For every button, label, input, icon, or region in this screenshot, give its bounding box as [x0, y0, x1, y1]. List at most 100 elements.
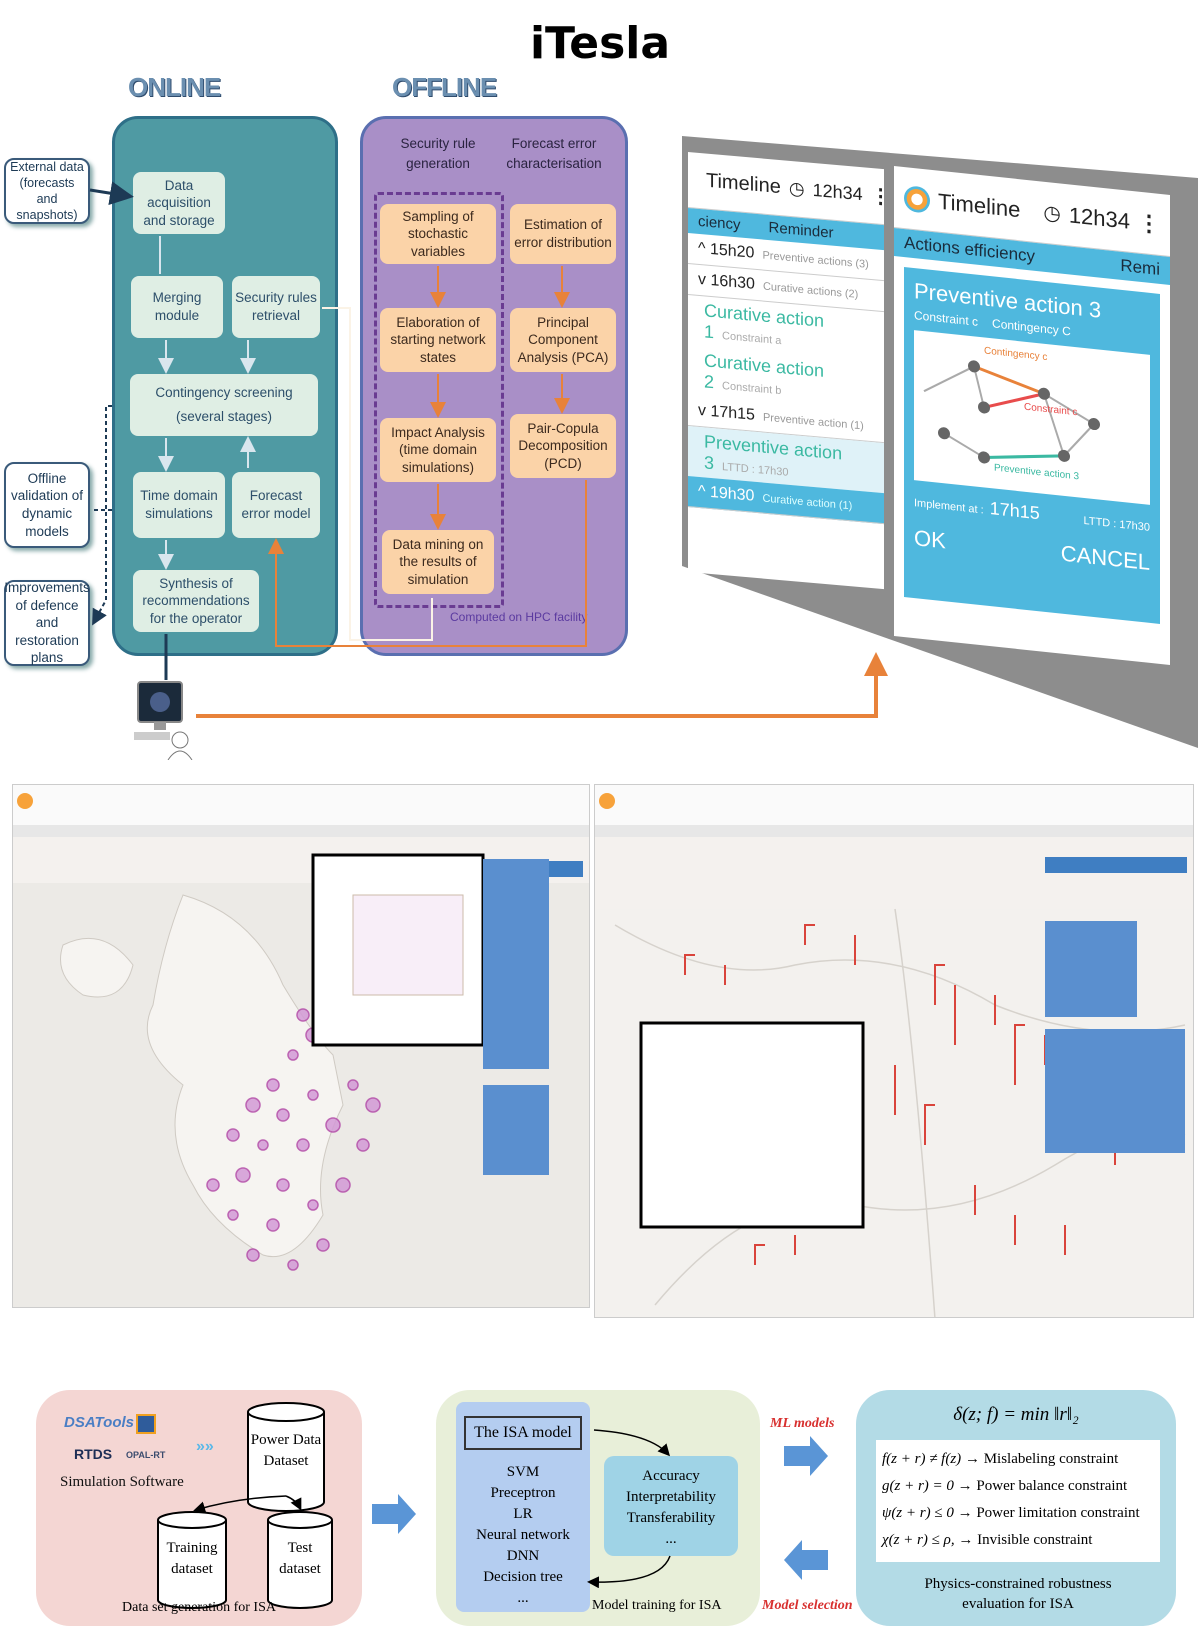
robustness-formula: δ(z; f) = min ‖r‖₂ [953, 1404, 1079, 1425]
model-item: Preceptron [490, 1485, 556, 1501]
implement-label: Implement at : [914, 497, 984, 517]
improvements-box: Improvements of defence and restoration … [4, 580, 90, 666]
phone-right: Timeline ◷ 12h34 ⋮ Actions efficiency Re… [894, 166, 1170, 666]
constraint-name: Invisible constraint [977, 1532, 1093, 1548]
clock-icon: ◷ [1043, 201, 1061, 226]
row-note: Preventive actions (3) [762, 249, 869, 271]
online-label: ONLINE [128, 72, 221, 102]
dataset-generation-caption: Data set generation for ISA [122, 1600, 276, 1615]
synthesis-box: Synthesis of recommendations for the ope… [133, 570, 259, 632]
software-logo-icon [136, 1414, 156, 1434]
forecast-error-characterisation-head: Forecast error characterisation [506, 136, 602, 172]
phone-mockups: Timeline ◷ 12h34 ⋮ ciency Reminder ^ 15h… [682, 136, 1198, 748]
security-rule-generation-head: Security rule generation [400, 136, 476, 172]
network-graph: Contingency c Constraint c Preventive ac… [914, 330, 1150, 505]
quality-item: ... [665, 1531, 677, 1547]
model-item: Neural network [476, 1527, 570, 1543]
quality-item: Accuracy [642, 1468, 700, 1484]
offline-label: OFFLINE [392, 72, 497, 102]
flow-arrows [89, 181, 888, 718]
model-item: Decision tree [483, 1569, 563, 1585]
model-list-card [456, 1402, 590, 1612]
contingency-title: Contingency screening [155, 385, 293, 401]
model-item: SVM [506, 1464, 540, 1480]
row-time: 16h30 [710, 271, 755, 293]
quality-item: Interpretability [626, 1489, 716, 1505]
more-menu-icon[interactable]: ⋮ [870, 184, 884, 209]
contingency-subtitle: (several stages) [175, 409, 273, 424]
quality-item: Transferability [626, 1510, 716, 1526]
app-logo-icon [904, 184, 930, 214]
data-mining-box: Data mining on the results of simulation [382, 530, 494, 594]
tab-efficiency[interactable]: ciency [698, 212, 741, 234]
card-constraint: Constraint c [914, 308, 979, 329]
left-arrow-icon [784, 1540, 828, 1580]
rtds-logo: RTDS [74, 1446, 113, 1462]
row-time: 15h20 [709, 240, 755, 262]
offline-validation-box: Offline validation of dynamic models [4, 462, 90, 548]
action-detail-card: Preventive action 3 Constraint c Conting… [904, 267, 1160, 624]
correlation-map-screenshot [594, 784, 1194, 1318]
model-cycle-arrows [587, 1429, 671, 1589]
time-display: 12h34 [1068, 201, 1130, 234]
cancel-button[interactable]: CANCEL [1060, 540, 1150, 575]
forecast-error-map-screenshot [12, 784, 590, 1308]
data-acquisition-box: Data acquisition and storage [133, 172, 225, 234]
model-item: DNN [506, 1548, 540, 1564]
action-note: LTTD : 17h30 [722, 460, 789, 479]
contingency-screening-box: Contingency screening (several stages) [130, 374, 318, 436]
model-selection-label: Model selection [762, 1598, 853, 1613]
operator-workstation-icon [130, 680, 194, 761]
sampling-box: Sampling of stochastic variables [380, 204, 496, 264]
simulation-software-label: Simulation Software [60, 1474, 184, 1490]
phone-left: Timeline ◷ 12h34 ⋮ ciency Reminder ^ 15h… [688, 152, 884, 590]
ok-button[interactable]: OK [914, 525, 946, 554]
dataset-cylinders [157, 1402, 333, 1609]
constraint-eq: ψ(z + r) ≤ 0 [882, 1505, 954, 1521]
constraint-name: Mislabeling constraint [983, 1451, 1119, 1467]
dsatools-logo: DSATools [64, 1414, 134, 1431]
row-note: Curative actions (2) [762, 280, 859, 301]
model-item: ... [517, 1590, 529, 1606]
tab-reminder[interactable]: Reminder [768, 219, 834, 242]
isa-model-title: The ISA model [464, 1416, 582, 1450]
constraint-row: ψ(z + r) ≤ 0 → Power limitation constrai… [882, 1505, 1140, 1521]
merging-module-box: Merging module [131, 276, 223, 338]
row-time: 19h30 [709, 483, 755, 505]
elaboration-box: Elaboration of starting network states [380, 308, 496, 372]
timeline-title: Timeline [938, 188, 1021, 222]
constraint-eq: f(z + r) ≠ f(z) [882, 1451, 962, 1467]
row-time: 17h15 [710, 402, 755, 424]
physics-caption: Physics-constrained robustness evaluatio… [924, 1576, 1112, 1612]
opal-rt-logo: OPAL-RT [126, 1450, 166, 1460]
constraint-row: f(z + r) ≠ f(z) → Mislabeling constraint [882, 1451, 1119, 1467]
constraint-row: g(z + r) = 0 → Power balance constraint [882, 1478, 1128, 1494]
time-domain-box: Time domain simulations [133, 472, 225, 538]
implement-time: 17h15 [989, 498, 1040, 524]
ml-models-label: ML models [770, 1416, 835, 1431]
model-list: SVM Preceptron LR Neural network DNN Dec… [456, 1462, 590, 1609]
hpc-dashed-region [374, 192, 504, 608]
estimation-box: Estimation of error distribution [510, 204, 616, 264]
forecast-error-model-box: Forecast error model [232, 472, 320, 538]
timeline-title: Timeline [706, 169, 781, 199]
right-arrow-icon [372, 1494, 416, 1534]
constraint-row: χ(z + r) ≤ ρ, → Invisible constraint [882, 1532, 1093, 1548]
action-note: Constraint b [722, 379, 782, 398]
row-note: Preventive action (1) [762, 411, 864, 433]
time-display: 12h34 [812, 179, 863, 205]
right-arrow-icon [784, 1436, 828, 1476]
row-note: Curative action (1) [762, 492, 853, 513]
security-rules-box: Security rules retrieval [232, 276, 320, 338]
impact-analysis-box: Impact Analysis (time domain simulations… [380, 418, 496, 482]
test-dataset-label: Test dataset [279, 1540, 321, 1577]
more-menu-icon[interactable]: ⋮ [1138, 209, 1160, 237]
constraint-eq: χ(z + r) ≤ ρ, [882, 1532, 955, 1548]
external-data-box: External data (forecasts and snapshots) [4, 158, 90, 224]
tab-reminder[interactable]: Remi [1120, 255, 1160, 279]
model-qualities-card: Accuracy Interpretability Transferabilit… [604, 1456, 738, 1556]
model-training-caption: Model training for ISA [592, 1598, 722, 1613]
constraint-name: Power limitation constraint [976, 1505, 1140, 1521]
page-title: iTesla [529, 18, 671, 69]
constraints-list: f(z + r) ≠ f(z) → Mislabeling constraint… [876, 1440, 1160, 1562]
